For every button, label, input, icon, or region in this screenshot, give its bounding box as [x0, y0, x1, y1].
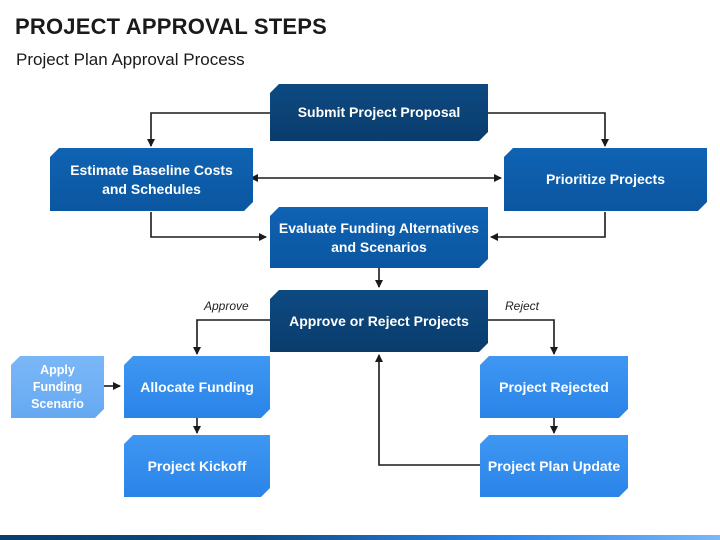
- edge-label-reject: Reject: [505, 299, 540, 313]
- arrow-update-to-decision: [375, 354, 480, 466]
- node-submit-proposal: Submit Project Proposal: [270, 84, 488, 141]
- arrow-submit-to-prioritize: [488, 112, 609, 147]
- page-title: PROJECT APPROVAL STEPS: [15, 14, 328, 39]
- node-prioritize-projects: Prioritize Projects: [504, 148, 707, 211]
- arrow-prioritize-to-evaluate: [490, 212, 606, 241]
- node-plan-update: Project Plan Update: [480, 435, 628, 497]
- arrow-decision-to-rejected: [488, 319, 558, 355]
- footer-bar: [0, 535, 720, 540]
- node-evaluate-funding: Evaluate Funding Alternatives and Scenar…: [270, 207, 488, 268]
- arrow-decision-to-allocate: [193, 319, 270, 355]
- node-allocate-funding: Allocate Funding: [124, 356, 270, 418]
- arrow-estimate-to-evaluate: [150, 212, 267, 241]
- edge-label-approve: Approve: [204, 299, 249, 313]
- node-project-kickoff: Project Kickoff: [124, 435, 270, 497]
- arrow-submit-to-estimate: [147, 112, 270, 147]
- node-apply-funding-scenario: Apply Funding Scenario: [11, 356, 104, 418]
- node-project-rejected: Project Rejected: [480, 356, 628, 418]
- page-subtitle: Project Plan Approval Process: [16, 50, 245, 69]
- node-estimate-baseline: Estimate Baseline Costs and Schedules: [50, 148, 253, 211]
- node-approve-reject: Approve or Reject Projects: [270, 290, 488, 352]
